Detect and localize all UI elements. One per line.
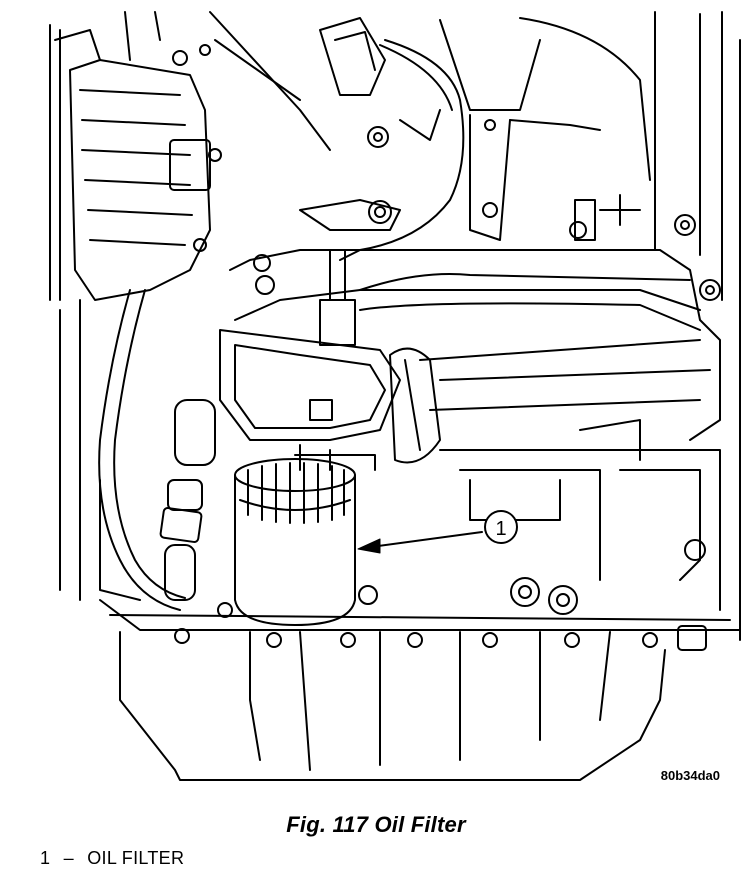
alternator [49,24,222,301]
hose-coupling [389,347,441,464]
engine-frame [124,11,741,641]
tube-and-fittings [98,289,233,618]
sensor-connector [319,17,465,261]
legend-item: 1 – OIL FILTER [40,848,192,869]
legend-dash: – [63,848,74,868]
callout-leader-arrow [357,531,483,554]
engine-block [59,254,721,615]
oil-pan [99,599,741,781]
callout-number: 1 [495,518,506,540]
oil-filter [234,444,376,626]
upper-bracket [469,114,696,241]
figure-caption: Fig. 117 Oil Filter [286,812,466,837]
legend-label: OIL FILTER [87,848,185,868]
callout-marker-1: 1 [484,510,518,544]
legend-number: 1 [40,848,51,868]
oxygen-sensor [219,249,401,441]
manifold [229,199,721,441]
engine-illustration: 1 80b34da0 [49,11,741,783]
image-code: 80b34da0 [661,768,720,783]
